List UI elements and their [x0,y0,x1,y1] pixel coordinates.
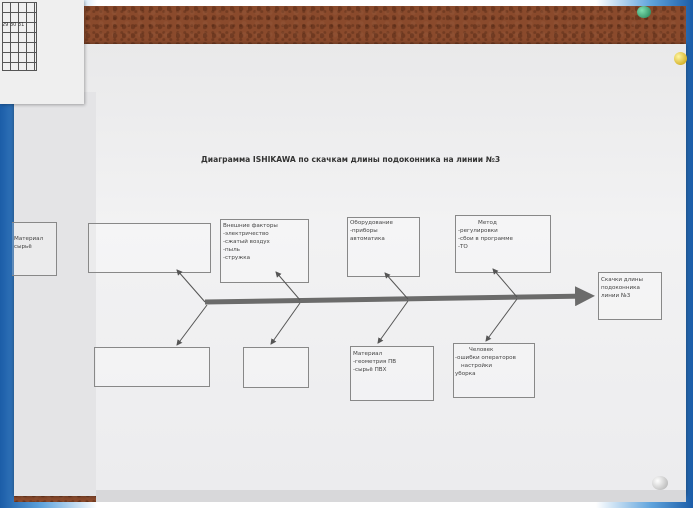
yellow-pin [674,52,687,65]
cause-box-method [455,215,551,273]
calendar-numbers: 29 30 31 [2,22,25,28]
cause-box-material [350,346,434,401]
equipment-text: Оборудование -приборы автоматика [350,220,393,242]
calendar-grid [2,2,37,71]
green-pin [637,6,651,18]
calendar-sheet: 29 30 31 [0,0,84,104]
cause-box-empty-bottom-left [94,347,210,387]
white-pin [652,476,668,490]
cause-box-human [453,343,535,398]
paper-left-sheet [14,92,96,496]
human-text: Человек -ошибки операторов настройки убо… [455,347,516,377]
effect-box [598,272,662,320]
bone-top-1 [176,269,206,303]
method-text: Метод -регулировки -сбои в программе -ТО [458,220,513,250]
bone-top-4 [492,268,518,298]
partial-left-text: Материал сырьё [14,236,44,250]
bone-top-3 [384,272,409,300]
cause-box-external [220,219,309,283]
cause-box-empty-bottom-mid [243,347,309,388]
bone-top-2 [275,271,301,301]
cause-box-empty-top-left [88,223,211,273]
cause-box-equipment [347,217,420,277]
external-factors-text: Внешние факторы -электричество -сжатый в… [223,223,278,261]
bone-bottom-4 [485,298,518,342]
diagram-paper [14,44,686,496]
bone-bottom-1 [176,304,208,346]
diagram-title: Диаграмма ISHIKAWA по скачкам длины подо… [201,155,501,164]
bone-bottom-3 [377,300,409,344]
effect-text: Скачки длины подоконника линии №3 [601,277,643,299]
material-text: Материал -геометрия ПВ -сырьё ПВХ [353,351,397,373]
paper-bottom-edge [96,490,686,502]
spine-arrow [204,286,595,307]
bone-bottom-2 [270,302,301,345]
cause-box-partial-left [12,222,57,276]
